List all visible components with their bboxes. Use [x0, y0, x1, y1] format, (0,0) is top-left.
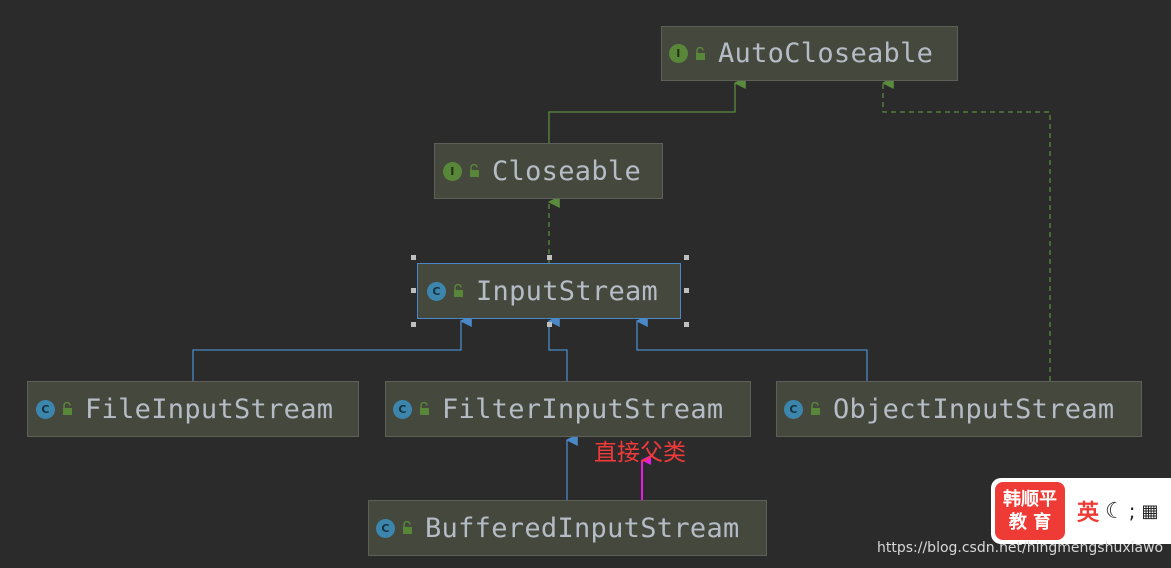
- ime-toolbar[interactable]: 韩顺平 教 育 英 ☾ ; ▦: [991, 478, 1171, 544]
- ime-logo-line2: 教 育: [1008, 512, 1052, 533]
- node-label: FilterInputStream: [442, 393, 724, 425]
- node-closeable[interactable]: I Closeable: [434, 143, 663, 199]
- ime-punctuation-toggle[interactable]: ;: [1128, 499, 1136, 523]
- watermark: https://blog.csdn.net/hingmengshuxiawo: [877, 540, 1164, 556]
- node-filterinputstream[interactable]: C FilterInputStream: [385, 381, 751, 437]
- node-label: Closeable: [492, 155, 641, 187]
- node-label: InputStream: [476, 275, 659, 307]
- ime-logo-line1: 韩顺平: [1003, 489, 1057, 510]
- unlocked-icon: [454, 284, 463, 297]
- selection-handle[interactable]: [684, 255, 689, 260]
- edge-closeable-autocloseable: [548, 77, 746, 143]
- class-icon: C: [36, 399, 55, 419]
- edge-fileinputstream-inputstream: [192, 315, 472, 381]
- node-autocloseable[interactable]: I AutoCloseable: [661, 26, 958, 81]
- unlocked-icon: [811, 402, 820, 415]
- unlocked-icon: [63, 402, 72, 415]
- edge-objectinputstream-inputstream: [635, 315, 868, 381]
- selection-handle[interactable]: [411, 255, 416, 260]
- class-icon: C: [784, 399, 803, 419]
- class-icon: C: [427, 281, 446, 301]
- node-inputstream[interactable]: C InputStream: [417, 263, 681, 319]
- selection-handle[interactable]: [547, 255, 552, 260]
- moon-icon[interactable]: ☾: [1105, 498, 1125, 524]
- node-fileinputstream[interactable]: C FileInputStream: [27, 381, 359, 437]
- node-label: BufferedInputStream: [425, 512, 740, 544]
- interface-icon: I: [669, 44, 688, 63]
- node-label: FileInputStream: [85, 393, 334, 425]
- keyboard-icon[interactable]: ▦: [1141, 500, 1159, 522]
- unlocked-icon: [470, 164, 479, 177]
- selection-handle[interactable]: [411, 322, 416, 327]
- selection-handle[interactable]: [684, 322, 689, 327]
- selection-handle[interactable]: [547, 322, 552, 327]
- node-objectinputstream[interactable]: C ObjectInputStream: [776, 381, 1142, 437]
- interface-icon: I: [443, 161, 462, 181]
- node-bufferedinputstream[interactable]: C BufferedInputStream: [368, 500, 767, 556]
- ime-language-toggle[interactable]: 英: [1077, 501, 1100, 526]
- selection-handle[interactable]: [684, 288, 689, 293]
- ime-logo: 韩顺平 教 育: [995, 482, 1065, 540]
- unlocked-icon: [420, 402, 429, 415]
- node-label: AutoCloseable: [718, 38, 934, 69]
- class-icon: C: [376, 518, 395, 538]
- selection-handle[interactable]: [411, 288, 416, 293]
- unlocked-icon: [696, 46, 705, 60]
- edge-objectinputstream-autocloseable: [881, 77, 1051, 381]
- unlocked-icon: [403, 521, 412, 534]
- node-label: ObjectInputStream: [833, 393, 1115, 425]
- edge-filterinputstream-inputstream: [547, 315, 568, 381]
- annotation-label: 直接父类: [594, 440, 686, 466]
- class-icon: C: [393, 399, 412, 419]
